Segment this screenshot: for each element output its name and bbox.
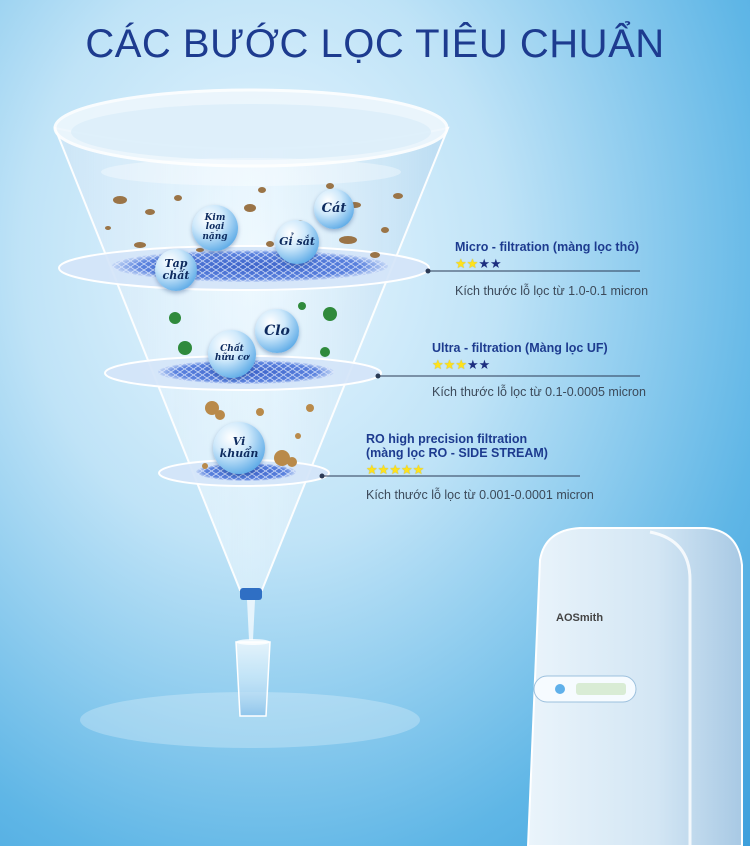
bubble-vi-khuan: Vi khuẩn [213, 422, 265, 474]
filter-pore-size: Kích thước lỗ lọc từ 1.0-0.1 micron [455, 284, 649, 298]
star-filled-icon: ★ [443, 357, 456, 372]
star-filled-icon: ★ [412, 462, 425, 477]
filter-name: Ultra - filtration (Màng lọc UF) [432, 341, 608, 355]
rating-stars: ★★★★★ [366, 462, 626, 478]
virus-icon [169, 302, 337, 357]
star-empty-icon: ★ [466, 357, 479, 372]
filter-label-uf: Ultra - filtration (Màng lọc UF) ★★★★★ K… [432, 341, 672, 399]
rating-stars: ★★★★ [455, 256, 685, 272]
purifier-device [526, 527, 743, 846]
pointer-lines [322, 270, 640, 477]
water-glass-icon [235, 639, 271, 717]
star-empty-icon: ★ [489, 256, 502, 271]
star-filled-icon: ★ [366, 462, 378, 477]
star-empty-icon: ★ [478, 357, 491, 372]
star-filled-icon: ★ [432, 357, 444, 372]
star-filled-icon: ★ [377, 462, 390, 477]
filter-name: RO high precision filtration [366, 432, 528, 446]
star-filled-icon: ★ [466, 256, 479, 271]
star-filled-icon: ★ [389, 462, 401, 477]
filter-label-micro: Micro - filtration (màng lọc thô) ★★★★ K… [455, 240, 685, 298]
star-filled-icon: ★ [400, 462, 413, 477]
star-empty-icon: ★ [478, 256, 490, 271]
filter-pore-size: Kích thước lỗ lọc từ 0.1-0.0005 micron [432, 385, 646, 399]
bubble-cat: Cát [314, 189, 354, 229]
sediment-particles [105, 183, 403, 258]
bubble-clo: Clo [255, 309, 299, 353]
rating-stars: ★★★★★ [432, 357, 672, 373]
brand-logo: AOSmith [556, 612, 604, 624]
filter-name: Micro - filtration (màng lọc thô) [455, 240, 640, 254]
filter-pore-size: Kích thước lỗ lọc từ 0.001-0.0001 micron [366, 488, 594, 502]
filter-label-ro: RO high precision filtration (màng lọc R… [366, 432, 626, 502]
star-filled-icon: ★ [455, 256, 467, 271]
bacteria-particles [202, 401, 314, 469]
star-filled-icon: ★ [455, 357, 467, 372]
filter-name-line2: (màng lọc RO - SIDE STREAM) [366, 446, 548, 460]
page-title: CÁC BƯỚC LỌC TIÊU CHUẨN [85, 22, 665, 66]
bubble-gi-sat: Gỉ sắt [275, 220, 319, 264]
